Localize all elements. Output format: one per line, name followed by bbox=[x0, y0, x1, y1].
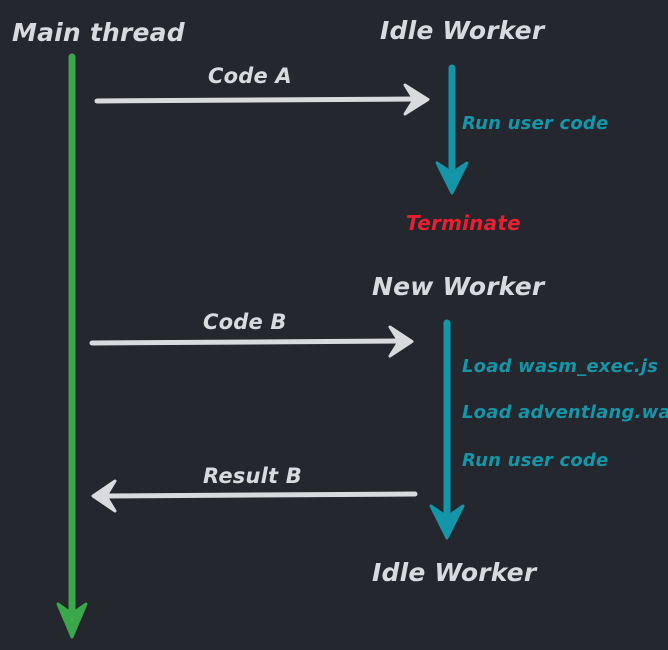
message-arrow-result-b bbox=[91, 479, 418, 513]
message-label-result-b: Result B bbox=[203, 464, 302, 488]
message-arrow-code-b bbox=[89, 325, 414, 358]
lane-title-main-thread: Main thread bbox=[12, 18, 185, 47]
worker-note-load-adventlang: Load adventlang.wasm bbox=[462, 402, 668, 423]
lane-title-new-worker: New Worker bbox=[372, 272, 545, 301]
lane-title-idle-worker-bottom: Idle Worker bbox=[372, 558, 537, 587]
main-thread-lifeline bbox=[56, 53, 88, 639]
message-label-code-b: Code B bbox=[203, 310, 287, 334]
new-worker-lifeline bbox=[429, 319, 465, 540]
message-arrow-code-a bbox=[94, 83, 430, 116]
worker-note-run-user-code-2: Run user code bbox=[462, 450, 609, 471]
message-label-code-a: Code A bbox=[208, 64, 292, 88]
worker-note-run-user-code-1: Run user code bbox=[462, 113, 609, 134]
idle-worker-top-lifeline bbox=[435, 64, 469, 195]
worker-note-load-wasm-exec: Load wasm_exec.js bbox=[462, 356, 659, 377]
lane-title-idle-worker-top: Idle Worker bbox=[380, 16, 545, 45]
event-label-terminate: Terminate bbox=[406, 211, 521, 235]
